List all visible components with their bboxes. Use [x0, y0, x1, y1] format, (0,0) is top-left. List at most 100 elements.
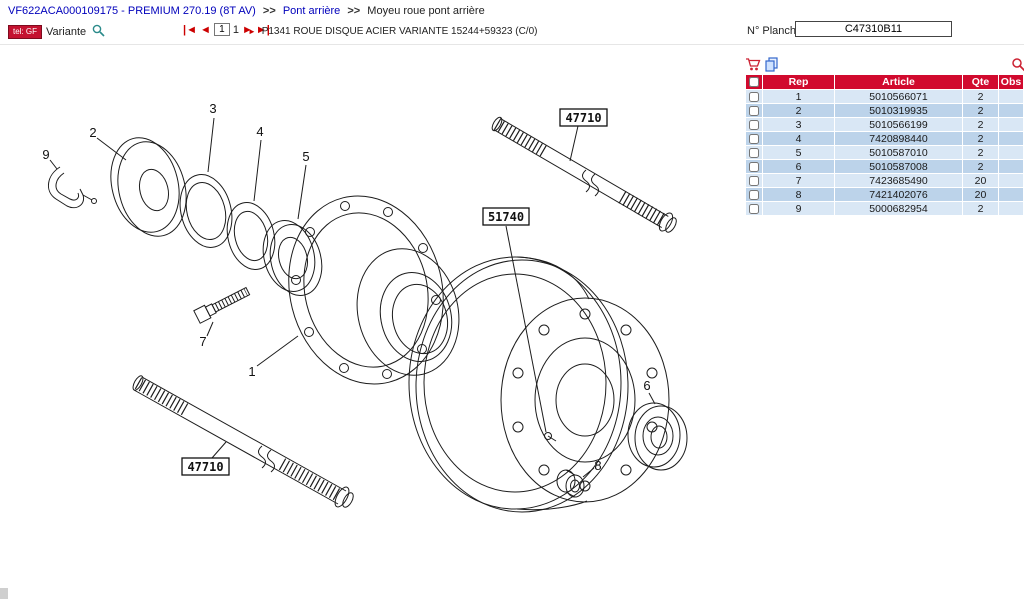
row-checkbox[interactable]	[749, 203, 759, 214]
part-2-disc	[110, 137, 187, 237]
cell-obs	[998, 173, 1024, 188]
col-header-rep: Rep	[762, 74, 835, 90]
scroll-corner-artifact	[0, 588, 8, 599]
cell-article: 5010566071	[834, 89, 963, 104]
row-checkbox[interactable]	[749, 175, 759, 186]
part-8-bush	[556, 469, 585, 498]
variante-label: Variante	[46, 26, 87, 38]
status-badge: tel: GF	[8, 25, 43, 39]
planche-number-input[interactable]	[795, 21, 952, 37]
svg-text:51740: 51740	[488, 210, 524, 224]
callout-4: 4	[256, 124, 263, 139]
callout-9: 9	[42, 147, 49, 162]
page-total: 1	[232, 23, 239, 36]
select-all-checkbox[interactable]	[749, 77, 759, 88]
leader-lines	[49, 117, 656, 478]
pager-prev-button[interactable]: ◄	[199, 23, 211, 36]
plate-pager: |◄ ◄ 1 ► ►|	[183, 23, 270, 36]
row-checkbox[interactable]	[749, 147, 759, 158]
axle-shaft-lower	[132, 375, 354, 508]
row-checkbox[interactable]	[749, 105, 759, 116]
svg-text:47710: 47710	[565, 111, 601, 125]
table-row[interactable]: 1 5010566071 2	[745, 89, 1024, 104]
table-row[interactable]: 7 7423685490 20	[745, 173, 1024, 188]
cell-obs	[998, 117, 1024, 132]
cell-article: 5010587010	[834, 145, 963, 160]
table-row[interactable]: 5 5010587010 2	[745, 145, 1024, 160]
cell-rep: 9	[762, 201, 835, 216]
col-header-obs: Obs	[998, 74, 1024, 90]
part-6-bearing	[627, 402, 688, 471]
table-row[interactable]: 8 7421402076 20	[745, 187, 1024, 202]
variante-search-icon[interactable]	[92, 24, 105, 37]
cell-obs	[998, 187, 1024, 202]
pager-next-button[interactable]: ►	[241, 23, 253, 36]
axle-shaft-upper	[491, 116, 677, 233]
part-7-stud	[193, 286, 251, 324]
row-checkbox[interactable]	[749, 91, 759, 102]
col-header-article: Article	[834, 74, 963, 90]
planche-label: N° Planche	[747, 25, 803, 37]
plate-link-47710-upper[interactable]: 47710	[559, 108, 608, 127]
cell-article: 5000682954	[834, 201, 963, 216]
cell-qte: 2	[962, 117, 999, 132]
part-4-seal	[226, 202, 276, 270]
table-row[interactable]: 2 5010319935 2	[745, 103, 1024, 118]
callout-1: 1	[248, 364, 255, 379]
cell-article: 5010566199	[834, 117, 963, 132]
callout-2: 2	[89, 125, 96, 140]
table-row[interactable]: 4 7420898440 2	[745, 131, 1024, 146]
cart-icon[interactable]	[745, 57, 761, 72]
cell-qte: 2	[962, 103, 999, 118]
cell-obs	[998, 201, 1024, 216]
cell-rep: 1	[762, 89, 835, 104]
callout-6: 6	[643, 378, 650, 393]
breadcrumb-vehicle-link[interactable]: VF622ACA000109175 - PREMIUM 270.19 (8T A…	[8, 5, 256, 17]
table-row[interactable]: 9 5000682954 2	[745, 201, 1024, 216]
cell-qte: 2	[962, 201, 999, 216]
row-checkbox[interactable]	[749, 189, 759, 200]
page-input[interactable]	[213, 23, 230, 36]
breadcrumb-current-page: Moyeu roue pont arrière	[367, 5, 485, 17]
col-header-qte: Qte	[962, 74, 999, 90]
part-3-ring	[179, 174, 233, 248]
svg-text:47710: 47710	[187, 460, 223, 474]
row-checkbox[interactable]	[749, 133, 759, 144]
cell-article: 5010587008	[834, 159, 963, 174]
callout-8: 8	[594, 458, 601, 473]
cell-obs	[998, 131, 1024, 146]
plate-link-47710-lower[interactable]: 47710	[181, 457, 230, 476]
cell-rep: 5	[762, 145, 835, 160]
cell-qte: 20	[962, 187, 999, 202]
cell-rep: 2	[762, 103, 835, 118]
breadcrumb-section-link[interactable]: Pont arrière	[282, 5, 341, 17]
breadcrumb: VF622ACA000109175 - PREMIUM 270.19 (8T A…	[8, 5, 485, 17]
cell-article: 5010319935	[834, 103, 963, 118]
breadcrumb-separator: >>	[262, 5, 276, 17]
parts-table: Rep Article Qte Obs 1 5010566071 2 2 501…	[745, 74, 1024, 216]
cell-article: 7421402076	[834, 187, 963, 202]
cell-article: 7420898440	[834, 131, 963, 146]
row-checkbox[interactable]	[749, 119, 759, 130]
cell-obs	[998, 159, 1024, 174]
table-row[interactable]: 6 5010587008 2	[745, 159, 1024, 174]
copy-icon[interactable]	[764, 57, 780, 72]
plate-marker-icon: ►	[248, 27, 256, 36]
pager-last-button[interactable]: ►|	[255, 23, 270, 36]
cell-obs	[998, 145, 1024, 160]
cell-obs	[998, 103, 1024, 118]
pager-first-button[interactable]: |◄	[183, 23, 197, 36]
plate-link-51740[interactable]: 51740	[482, 207, 530, 226]
table-row[interactable]: 3 5010566199 2	[745, 117, 1024, 132]
select-all-cell	[745, 74, 763, 90]
cell-qte: 2	[962, 89, 999, 104]
row-checkbox[interactable]	[749, 161, 759, 172]
part-5-bearing	[262, 220, 323, 296]
zoom-icon[interactable]	[1011, 57, 1024, 72]
cell-rep: 8	[762, 187, 835, 202]
cell-rep: 6	[762, 159, 835, 174]
plate-title: P1341 ROUE DISQUE ACIER VARIANTE 15244+5…	[261, 26, 538, 37]
breadcrumb-separator: >>	[347, 5, 361, 17]
